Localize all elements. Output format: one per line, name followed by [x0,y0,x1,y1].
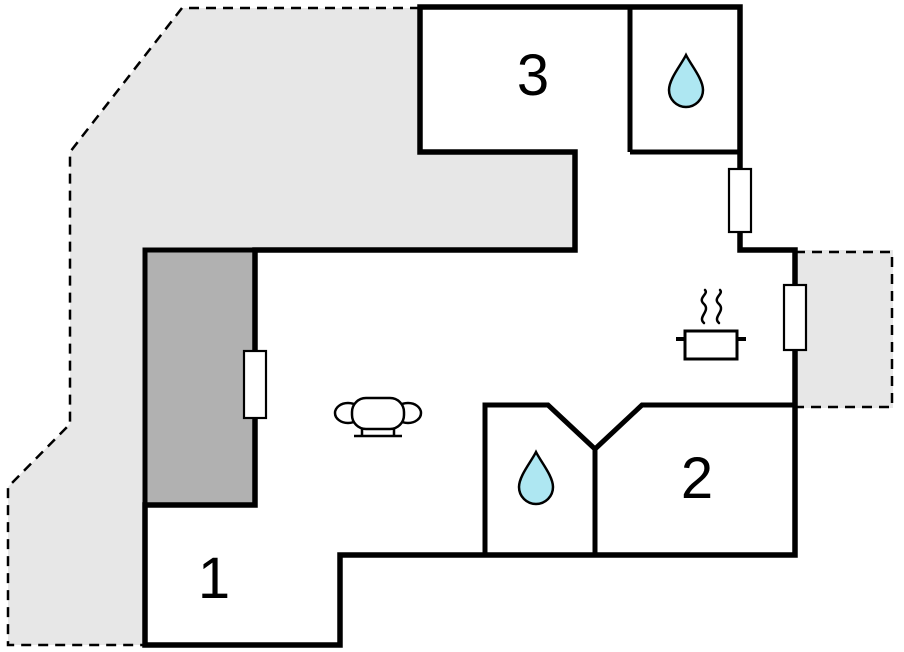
window-marker-right [782,283,808,352]
terrace-right-area [795,250,893,408]
sofa-body [350,396,406,431]
room-label-2: 2 [681,446,713,511]
door-marker-hallway [727,167,753,234]
water-drop-icon [667,52,705,109]
room-label-3: 3 [517,43,549,108]
door-marker-terrace [242,349,268,420]
pot-body [683,329,739,361]
terrace-left-boundary [6,6,420,647]
steam-line [715,288,723,325]
building-outline [142,4,798,648]
steam-line [700,288,708,325]
terrace-dark-area [142,247,258,508]
wall-bathroom-bottom [482,402,598,555]
wall-room2 [593,402,795,451]
terrace-right-boundary [795,250,894,409]
cooking-pot-icon [676,288,746,361]
water-drop-icon [517,449,555,506]
terrace-left-area [8,8,575,645]
room-label-1: 1 [198,546,230,611]
sofa-icon [333,396,423,438]
